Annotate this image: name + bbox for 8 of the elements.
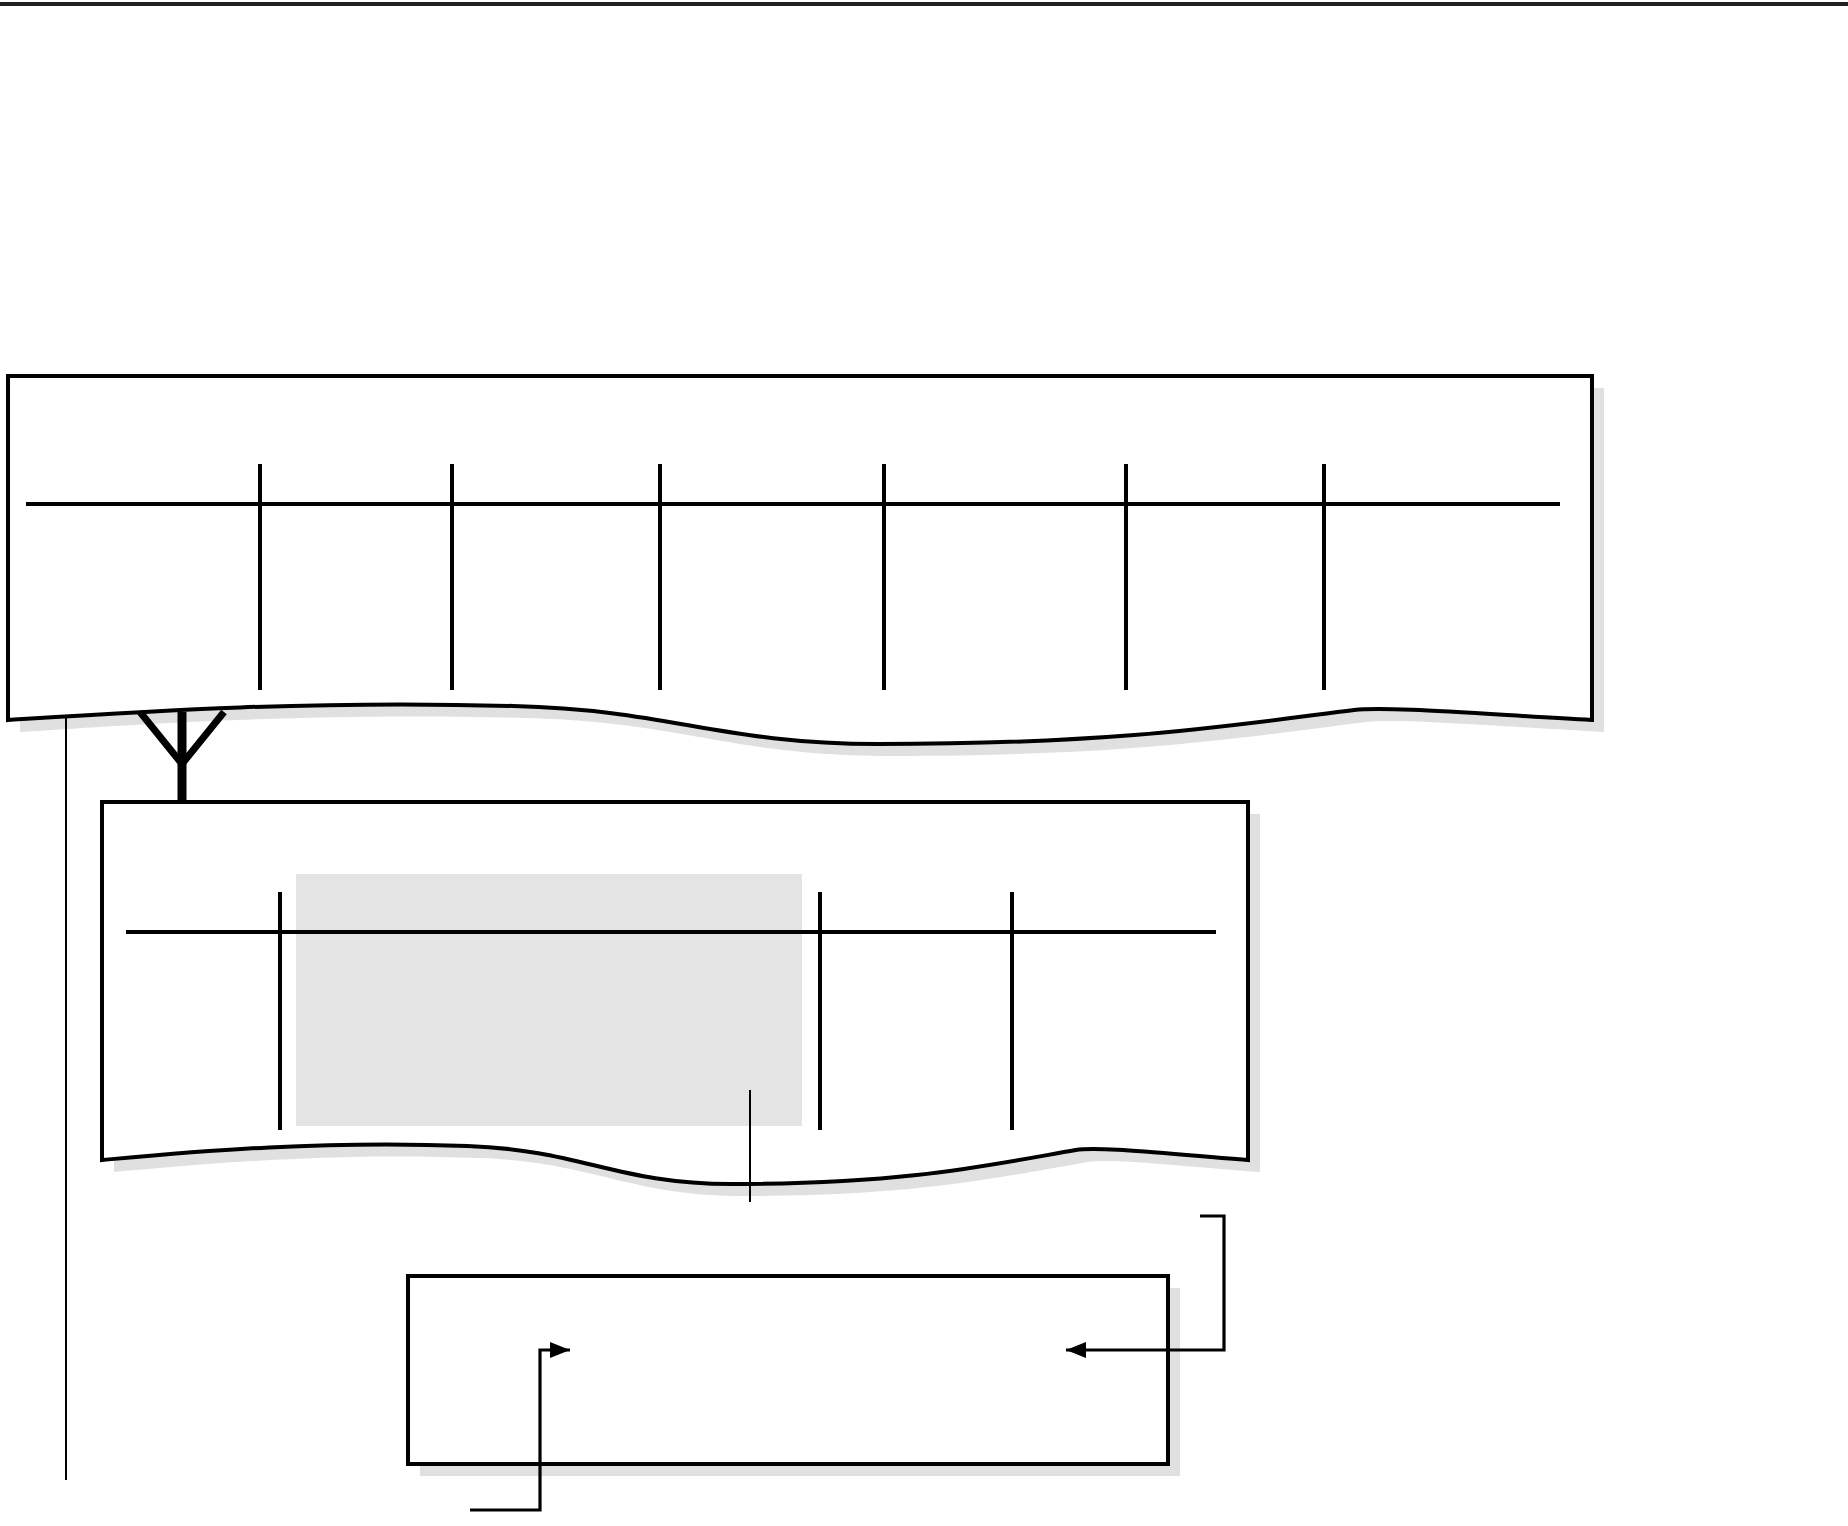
outline-box [406, 1274, 1182, 1478]
highlight-area [294, 872, 804, 1128]
table-document [100, 800, 1264, 1200]
arrow [1066, 1214, 1226, 1358]
leader-line [65, 715, 67, 1481]
arrow [470, 1342, 570, 1512]
leader-line [749, 1089, 751, 1203]
table-document [6, 374, 1608, 760]
